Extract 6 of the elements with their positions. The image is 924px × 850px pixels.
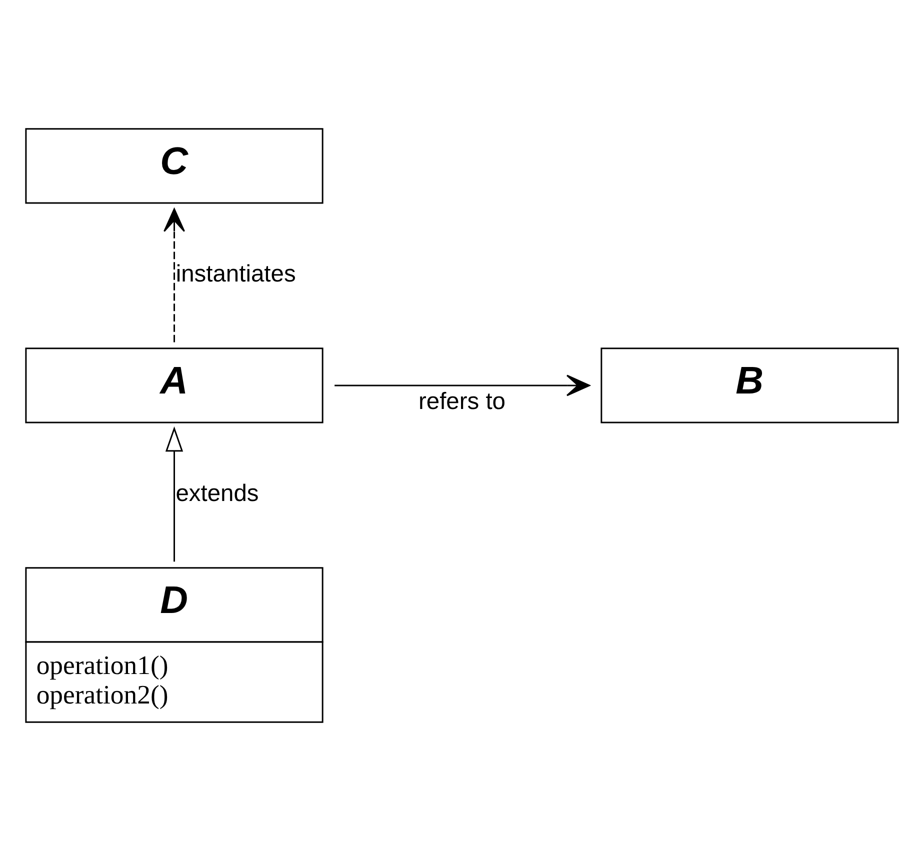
edge-label: instantiates (176, 260, 296, 287)
arrow (334, 374, 590, 396)
edge-label: refers to (418, 388, 506, 414)
edge-label: extends (176, 480, 259, 506)
arrow (165, 426, 184, 562)
arrow (164, 208, 186, 342)
